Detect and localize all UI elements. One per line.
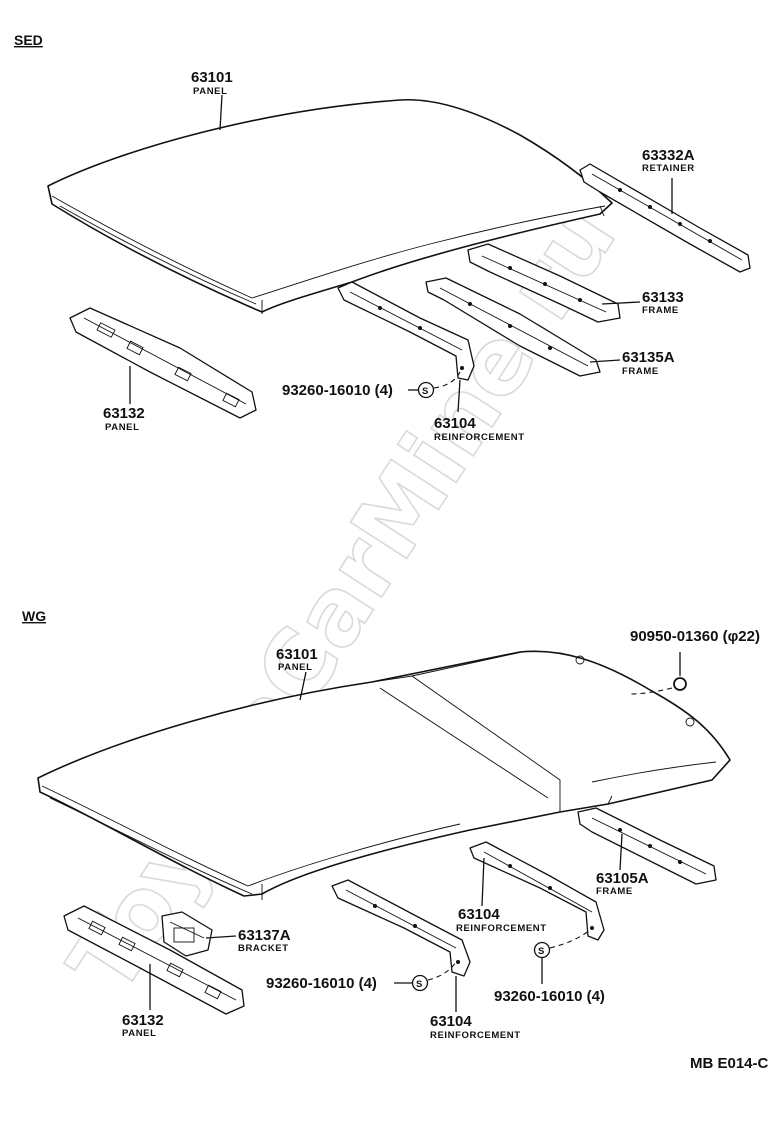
plug-dashed-leader: [629, 687, 673, 695]
wagon-screw-right-icon: [533, 941, 551, 959]
sedan-roof-panel[interactable]: [47, 98, 613, 314]
sedan-screw-symbol: S: [422, 386, 429, 397]
wagon-screw-left-icon: [411, 974, 429, 992]
wagon-header-panel-name: PANEL: [122, 1028, 157, 1039]
wagon-screw-left-dashed-leader: [427, 961, 457, 981]
wagon-header-panel[interactable]: [63, 905, 245, 1015]
sedan-reinforcement-number: 63104: [434, 415, 476, 432]
retainer-number: 63332A: [642, 147, 695, 164]
wagon-reinforcement-mid-leader: [481, 857, 485, 907]
frame-front-leader: [589, 359, 621, 363]
bracket-leader: [205, 935, 237, 939]
sedan-retainer[interactable]: [579, 163, 751, 273]
wagon-screw-right-part-number: 93260-16010 (4): [494, 988, 605, 1005]
wagon-bracket[interactable]: [161, 911, 213, 957]
sedan-screw-dashed-leader: [433, 371, 461, 389]
sedan-roof-panel-number: 63101: [191, 69, 233, 86]
bracket-name: BRACKET: [238, 943, 289, 954]
wagon-roof-panel-name: PANEL: [278, 662, 313, 673]
wagon-roof-panel-number: 63101: [276, 646, 318, 663]
sedan-screw-icon: [417, 381, 435, 399]
wagon-screw-left-part-number: 93260-16010 (4): [266, 975, 377, 992]
wagon-screw-right-symbol: S: [538, 946, 545, 957]
sedan-frame-front[interactable]: [425, 277, 601, 377]
sedan-header-panel-name: PANEL: [105, 422, 140, 433]
sedan-reinforcement[interactable]: [337, 281, 475, 381]
sedan-screw-part-number: 93260-16010 (4): [282, 382, 393, 399]
wagon-reinforcement-mid-number: 63104: [458, 906, 500, 923]
frame-rear-leader: [601, 301, 641, 305]
wagon-heading: WG: [22, 608, 46, 624]
reinforcement-leader: [457, 379, 461, 413]
wagon-screw-left-symbol: S: [416, 979, 423, 990]
wagon-frame-leader: [619, 833, 623, 871]
wagon-reinforcement-front[interactable]: [331, 879, 471, 977]
sedan-heading: SED: [14, 32, 43, 48]
figure-code: MB E014-C: [690, 1055, 769, 1072]
roof-panel-leader: [219, 94, 223, 131]
wagon-frame-name: FRAME: [596, 886, 633, 897]
wagon-section: WG 63101 PANEL 90950-01360 (φ22): [22, 608, 760, 1041]
sedan-frame-rear[interactable]: [467, 243, 621, 323]
sedan-header-panel-number: 63132: [103, 405, 145, 422]
wagon-reinforcement-front-name: REINFORCEMENT: [430, 1030, 521, 1041]
wagon-frame-number: 63105A: [596, 870, 649, 887]
frame-front-name: FRAME: [622, 366, 659, 377]
wagon-reinforcement-mid-name: REINFORCEMENT: [456, 923, 547, 934]
retainer-name: RETAINER: [642, 163, 695, 174]
frame-rear-number: 63133: [642, 289, 684, 306]
frame-rear-name: FRAME: [642, 305, 679, 316]
sedan-reinforcement-name: REINFORCEMENT: [434, 432, 525, 443]
plug-icon: [673, 677, 687, 691]
sedan-section: SED 63101 PANEL 63332A RETAINER 63133: [14, 32, 751, 443]
wagon-reinforcement-mid[interactable]: [469, 841, 605, 941]
wagon-frame[interactable]: [577, 807, 717, 885]
plug-part-number: 90950-01360 (φ22): [630, 628, 760, 645]
wagon-screw-right-dashed-leader: [549, 929, 591, 949]
sedan-header-panel[interactable]: [69, 307, 257, 419]
sedan-roof-panel-name: PANEL: [193, 86, 228, 97]
bracket-number: 63137A: [238, 927, 291, 944]
frame-front-number: 63135A: [622, 349, 675, 366]
wagon-roof-panel-leader: [299, 671, 307, 701]
wagon-roof-panel[interactable]: [37, 650, 731, 900]
wagon-header-panel-number: 63132: [122, 1012, 164, 1029]
wagon-reinforcement-front-number: 63104: [430, 1013, 472, 1030]
